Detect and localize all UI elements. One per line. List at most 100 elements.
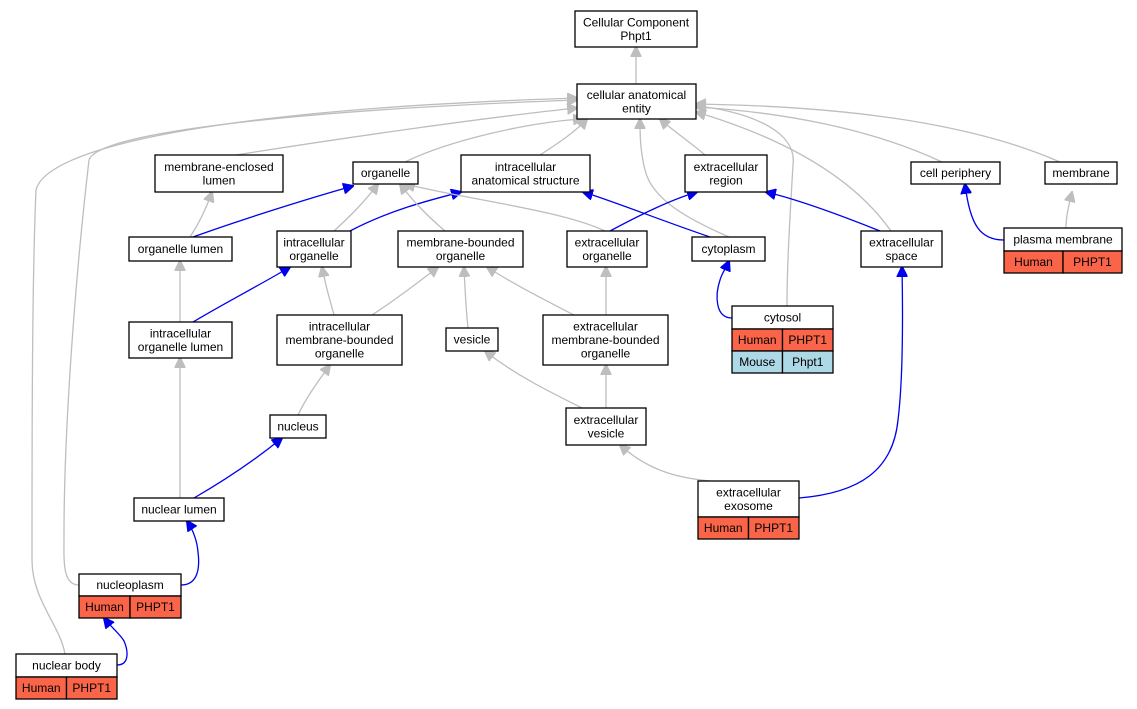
- gene-label: PHPT1: [788, 333, 827, 347]
- node-label: organelle: [436, 249, 486, 263]
- edge-cytosol-is_a-cae: [696, 106, 794, 307]
- gene-label: PHPT1: [72, 681, 111, 695]
- edge-ias-is_a-cae: [539, 119, 587, 156]
- node-label: nuclear lumen: [141, 503, 216, 517]
- edge-membrane-is_a-cae: [696, 104, 1061, 163]
- node-label: intracellular: [309, 320, 370, 334]
- edges-layer: [31, 47, 1072, 666]
- node-orglumen[interactable]: organelle lumen: [128, 236, 233, 262]
- edge-intraorg-is_a-organelle: [333, 184, 378, 232]
- node-label: intracellular: [150, 326, 211, 340]
- node-label: extracellular: [716, 485, 781, 499]
- node-membrane[interactable]: membrane: [1044, 161, 1118, 185]
- annotation-row-human: Human PHPT1: [15, 676, 118, 700]
- edge-cytoplasm-is_a-cae: [640, 119, 730, 238]
- node-label: Cellular Component: [583, 15, 690, 29]
- node-label: Phpt1: [620, 29, 652, 43]
- edge-nucleoplasm-part_of-nuclumen: [180, 521, 200, 586]
- annotation-row-mouse: Mouse Phpt1: [731, 350, 834, 374]
- edge-nuclumen-part_of-nucleus: [193, 438, 282, 499]
- node-label: extracellular: [574, 413, 639, 427]
- node-nuclumen[interactable]: nuclear lumen: [133, 497, 225, 522]
- node-label: organelle: [289, 249, 339, 263]
- edge-ecmbo-is_a-mbo: [487, 267, 575, 316]
- node-label: lumen: [203, 173, 236, 187]
- node-label: cellular anatomical: [587, 88, 686, 102]
- edge-cellper-is_a-cae: [696, 107, 943, 163]
- edge-ecspace-is_a-cae: [696, 112, 892, 232]
- node-label: space: [885, 249, 917, 263]
- edge-ecr-is_a-cae: [660, 119, 706, 156]
- node-label: organelle: [582, 249, 632, 263]
- edge-exosome-is_a-ecves: [620, 445, 711, 482]
- node-label: membrane-bounded: [406, 235, 514, 249]
- node-label: cell periphery: [920, 166, 991, 180]
- node-label: organelle: [361, 166, 411, 180]
- edge-ecves-is_a-vesicle: [485, 351, 583, 409]
- node-label: extracellular: [573, 320, 638, 334]
- node-label: membrane-bounded: [551, 333, 659, 347]
- edge-pm-is_a-membrane: [1066, 192, 1072, 229]
- node-cytoplasm[interactable]: cytoplasm: [691, 236, 766, 262]
- edge-organelle-is_a-cae: [404, 119, 583, 163]
- edge-imbo-is_a-mbo: [371, 267, 438, 316]
- node-nucleus[interactable]: nucleus: [269, 414, 327, 439]
- edge-pm-part_of-cellper: [965, 184, 1005, 241]
- species-label: Human: [22, 681, 61, 695]
- node-label: vesicle: [588, 426, 625, 440]
- node-label: region: [709, 173, 742, 187]
- edge-mel-is_a-cae: [235, 108, 577, 156]
- edge-cytoplasm-part_of-ias: [583, 192, 711, 238]
- node-label: nuclear body: [32, 659, 101, 673]
- gene-label: Phpt1: [792, 355, 824, 369]
- edge-ecorg-part_of-ecr: [609, 192, 697, 232]
- node-label: membrane: [1052, 166, 1110, 180]
- node-label: organelle: [315, 347, 365, 361]
- edge-nucbody-part_of-nucleoplasm: [104, 618, 128, 666]
- node-label: extracellular: [575, 235, 640, 249]
- node-organelle[interactable]: organelle: [352, 161, 419, 185]
- edge-orglumen-part_of-organelle: [192, 186, 353, 238]
- node-vesicle[interactable]: vesicle: [445, 327, 499, 352]
- node-cellper[interactable]: cell periphery: [910, 161, 1001, 185]
- edge-vesicle-is_a-mbo: [464, 267, 468, 329]
- edge-nucleoplasm-is_a-cae: [63, 100, 577, 586]
- edge-cytosol-part_of-cytoplasm: [716, 261, 733, 319]
- node-label: organelle: [581, 347, 631, 361]
- node-label: organelle lumen: [138, 340, 223, 354]
- species-label: Human: [704, 521, 743, 535]
- species-label: Human: [1014, 255, 1053, 269]
- edge-exosome-part_of-ecspace: [798, 267, 903, 499]
- edge-iol-part_of-intraorg: [192, 267, 290, 323]
- node-label: membrane-enclosed: [164, 160, 273, 174]
- species-label: Mouse: [739, 355, 775, 369]
- edge-imbo-is_a-intraorg: [322, 267, 335, 316]
- edge-ecorg-is_a-organelle: [405, 184, 606, 232]
- node-label: vesicle: [454, 333, 491, 347]
- node-label: nucleus: [277, 420, 318, 434]
